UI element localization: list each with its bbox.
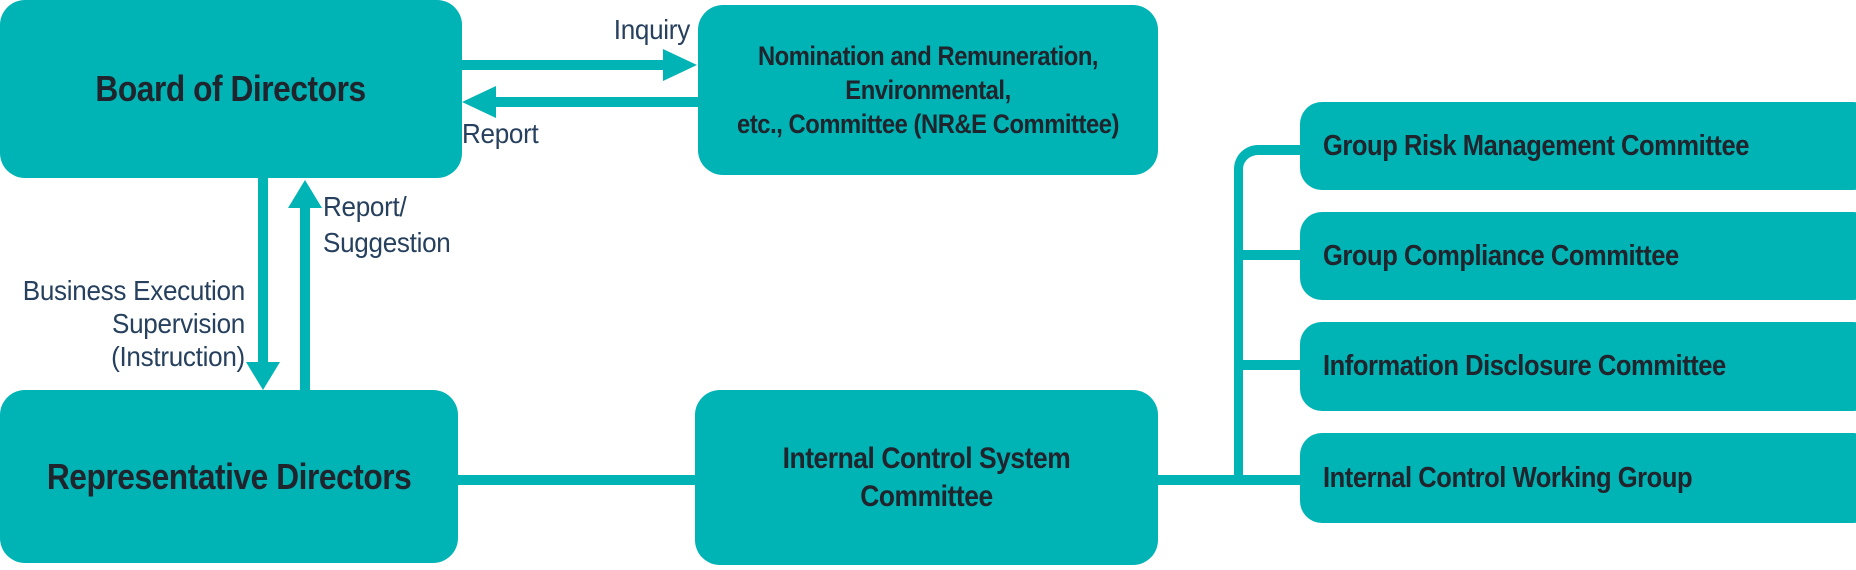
inquiry-arrow-shaft [462, 60, 667, 70]
inquiry-edge-text: Inquiry [613, 14, 690, 45]
supervision-arrow-shaft [258, 176, 268, 364]
report-arrow-head [462, 86, 496, 118]
inquiry-arrow-head [663, 49, 697, 81]
report-suggestion-arrow-head [288, 180, 322, 208]
board-of-directors-label: Board of Directors [95, 68, 367, 109]
representative-directors-box: Representative Directors [0, 390, 458, 563]
nre-committee-box: Nomination and Remuneration, Environment… [698, 5, 1158, 175]
report-edge-text: Report [462, 118, 539, 149]
group-risk-management-committee-box: Group Risk Management Committee [1300, 102, 1856, 190]
business-execution-line2: Supervision [111, 308, 245, 339]
report-suggestion-arrow-shaft [300, 206, 310, 392]
business-execution-line1: Business Execution [22, 275, 246, 306]
board-of-directors-box: Board of Directors [0, 0, 462, 178]
icsc-line2: Committee [860, 479, 993, 513]
report-suggestion-edge-label: Report/ Suggestion [323, 189, 460, 261]
information-disclosure-committee-label: Information Disclosure Committee [1323, 350, 1726, 382]
report-suggestion-line2: Suggestion [323, 227, 451, 258]
group-risk-management-committee-label: Group Risk Management Committee [1323, 129, 1749, 162]
tree-trunk [1234, 178, 1243, 485]
nre-line2: Environmental, [845, 75, 1011, 105]
representative-directors-label: Representative Directors [46, 455, 412, 497]
report-suggestion-line1: Report/ [323, 191, 407, 222]
group-compliance-committee-label: Group Compliance Committee [1323, 239, 1679, 272]
internal-control-working-group-label: Internal Control Working Group [1323, 461, 1693, 494]
nre-committee-label: Nomination and Remuneration, Environment… [737, 39, 1119, 141]
internal-control-working-group-box: Internal Control Working Group [1300, 433, 1856, 523]
inquiry-edge-label: Inquiry [440, 13, 690, 46]
tree-branch-disclosure [1240, 360, 1300, 370]
tree-branch-compliance [1240, 250, 1300, 260]
internal-control-system-committee-box: Internal Control System Committee [695, 390, 1158, 565]
nre-line3: etc., Committee (NR&E Committee) [737, 109, 1119, 139]
report-edge-label: Report [462, 117, 544, 150]
information-disclosure-committee-box: Information Disclosure Committee [1300, 322, 1856, 411]
business-execution-edge-label: Business Execution Supervision (Instruct… [0, 274, 246, 373]
tree-top-elbow [1234, 145, 1300, 187]
business-execution-line3: (Instruction) [111, 341, 245, 372]
report-arrow-shaft [494, 97, 698, 107]
nre-line1: Nomination and Remuneration, [757, 41, 1099, 71]
icsc-label: Internal Control System Committee [783, 440, 1071, 516]
icsc-line1: Internal Control System [782, 441, 1071, 475]
group-compliance-committee-box: Group Compliance Committee [1300, 212, 1856, 300]
supervision-arrow-head [246, 362, 280, 390]
